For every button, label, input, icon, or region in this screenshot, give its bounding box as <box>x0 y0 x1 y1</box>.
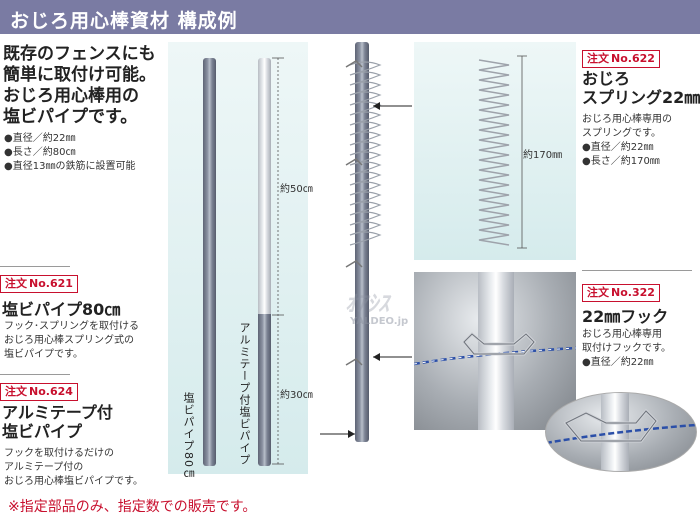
desc-line: ●直径／約22㎜ <box>582 357 654 368</box>
spring-panel <box>414 42 576 260</box>
desc-line: スプリングです。 <box>582 128 661 139</box>
arrow-to-spring <box>373 102 412 110</box>
desc-line: ●直径／約22㎜ <box>582 142 654 153</box>
divider <box>0 374 70 375</box>
intro-spec: ●直径／約22㎜ <box>4 133 76 144</box>
aluminum-pipe-lower <box>258 314 271 466</box>
product-name-624: アルミテープ付 塩ビパイプ <box>2 403 113 441</box>
intro-spec: ●直径13㎜の鉄筋に設置可能 <box>4 161 136 172</box>
desc-line: フックを取付けるだけの <box>4 448 114 459</box>
order-label: 注文 <box>587 286 609 299</box>
order-number: No.322 <box>611 286 655 299</box>
product-desc-624: フックを取付けるだけの アルミテープ付の おじろ用心棒塩ビパイプです。 <box>4 447 143 489</box>
pvc-pipe-label: 塩ビパイプ80㎝ <box>182 392 195 480</box>
detail-pole <box>601 393 629 471</box>
dimension-top-label: 約50㎝ <box>280 184 313 195</box>
pipe-panel <box>168 42 308 474</box>
product-desc-621: フック･スプリングを取付ける おじろ用心棒スプリング式の 塩ビパイプです。 <box>4 320 139 362</box>
divider <box>582 270 692 271</box>
aluminum-tape-section <box>258 58 271 314</box>
intro-line: 塩ビパイプです。 <box>3 107 138 127</box>
product-desc-622: おじろ用心棒専用の スプリングです。 ●直径／約22㎜ ●長さ／約170㎜ <box>582 113 672 169</box>
photo-pole <box>478 272 514 430</box>
hook-detail-photo <box>545 392 697 472</box>
desc-line: 取付けフックです。 <box>582 343 671 354</box>
desc-line: フック･スプリングを取付ける <box>4 321 139 332</box>
order-number: No.621 <box>29 277 73 290</box>
desc-line: 塩ビパイプです。 <box>4 349 83 360</box>
product-name-622: おじろ スプリング22㎜ <box>582 69 700 107</box>
desc-line: おじろ用心棒スプリング式の <box>4 335 134 346</box>
product-name-621: 塩ビパイプ80㎝ <box>2 300 121 319</box>
watermark-logo: ｵｱｼｽ <box>345 292 390 317</box>
desc-line: おじろ用心棒専用 <box>582 329 662 340</box>
order-number: No.622 <box>611 52 655 65</box>
alu-pipe-label: アルミテープ付塩ビパイプ <box>238 322 251 466</box>
header-bar <box>0 0 700 34</box>
divider <box>0 266 70 267</box>
footer-note: ※指定部品のみ、指定数での販売です。 <box>8 499 257 515</box>
name-line: おじろ <box>582 69 631 88</box>
order-label: 注文 <box>5 277 27 290</box>
intro-line: 既存のフェンスにも <box>3 44 156 64</box>
arrow-to-pole <box>320 430 355 438</box>
order-number: No.624 <box>29 385 73 398</box>
photo-wire-and-hook <box>414 331 576 366</box>
desc-line: おじろ用心棒専用の <box>582 114 672 125</box>
pole-spring-coil <box>345 60 382 366</box>
intro-spec: ●長さ／約80㎝ <box>4 147 76 158</box>
detail-hook <box>546 408 696 445</box>
spring-dimension-line <box>517 55 527 249</box>
spring-dimension-label: 約170㎜ <box>523 150 563 161</box>
intro-specs: ●直径／約22㎜ ●長さ／約80㎝ ●直径13㎜の鉄筋に設置可能 <box>4 132 135 174</box>
name-line: スプリング22㎜ <box>582 88 700 107</box>
order-label: 注文 <box>5 385 27 398</box>
product-name-322: 22㎜フック <box>582 307 669 326</box>
page-title: おじろ用心棒資材 構成例 <box>10 10 238 32</box>
dimension-lines <box>272 57 284 465</box>
desc-line: アルミテープ付の <box>4 462 84 473</box>
product-desc-322: おじろ用心棒専用 取付けフックです。 ●直径／約22㎜ <box>582 328 671 370</box>
dimension-bottom-label: 約30㎝ <box>280 390 313 401</box>
spring-image <box>478 59 510 246</box>
name-line: アルミテープ付 <box>2 403 113 422</box>
order-label: 注文 <box>587 52 609 65</box>
intro-line: おじろ用心棒用の <box>3 86 139 106</box>
name-line: 塩ビパイプ <box>2 422 83 441</box>
watermark-url: YALDEO.jp <box>350 316 409 327</box>
arrow-to-hook <box>373 353 412 361</box>
hook-photo <box>414 272 576 430</box>
pvc-pipe-image <box>203 58 216 466</box>
desc-line: おじろ用心棒塩ビパイプです。 <box>4 476 143 487</box>
desc-line: ●長さ／約170㎜ <box>582 156 660 167</box>
intro-text: 既存のフェンスにも 簡単に取付け可能。 おじろ用心棒用の 塩ビパイプです。 <box>3 44 188 128</box>
intro-line: 簡単に取付け可能。 <box>3 65 156 85</box>
